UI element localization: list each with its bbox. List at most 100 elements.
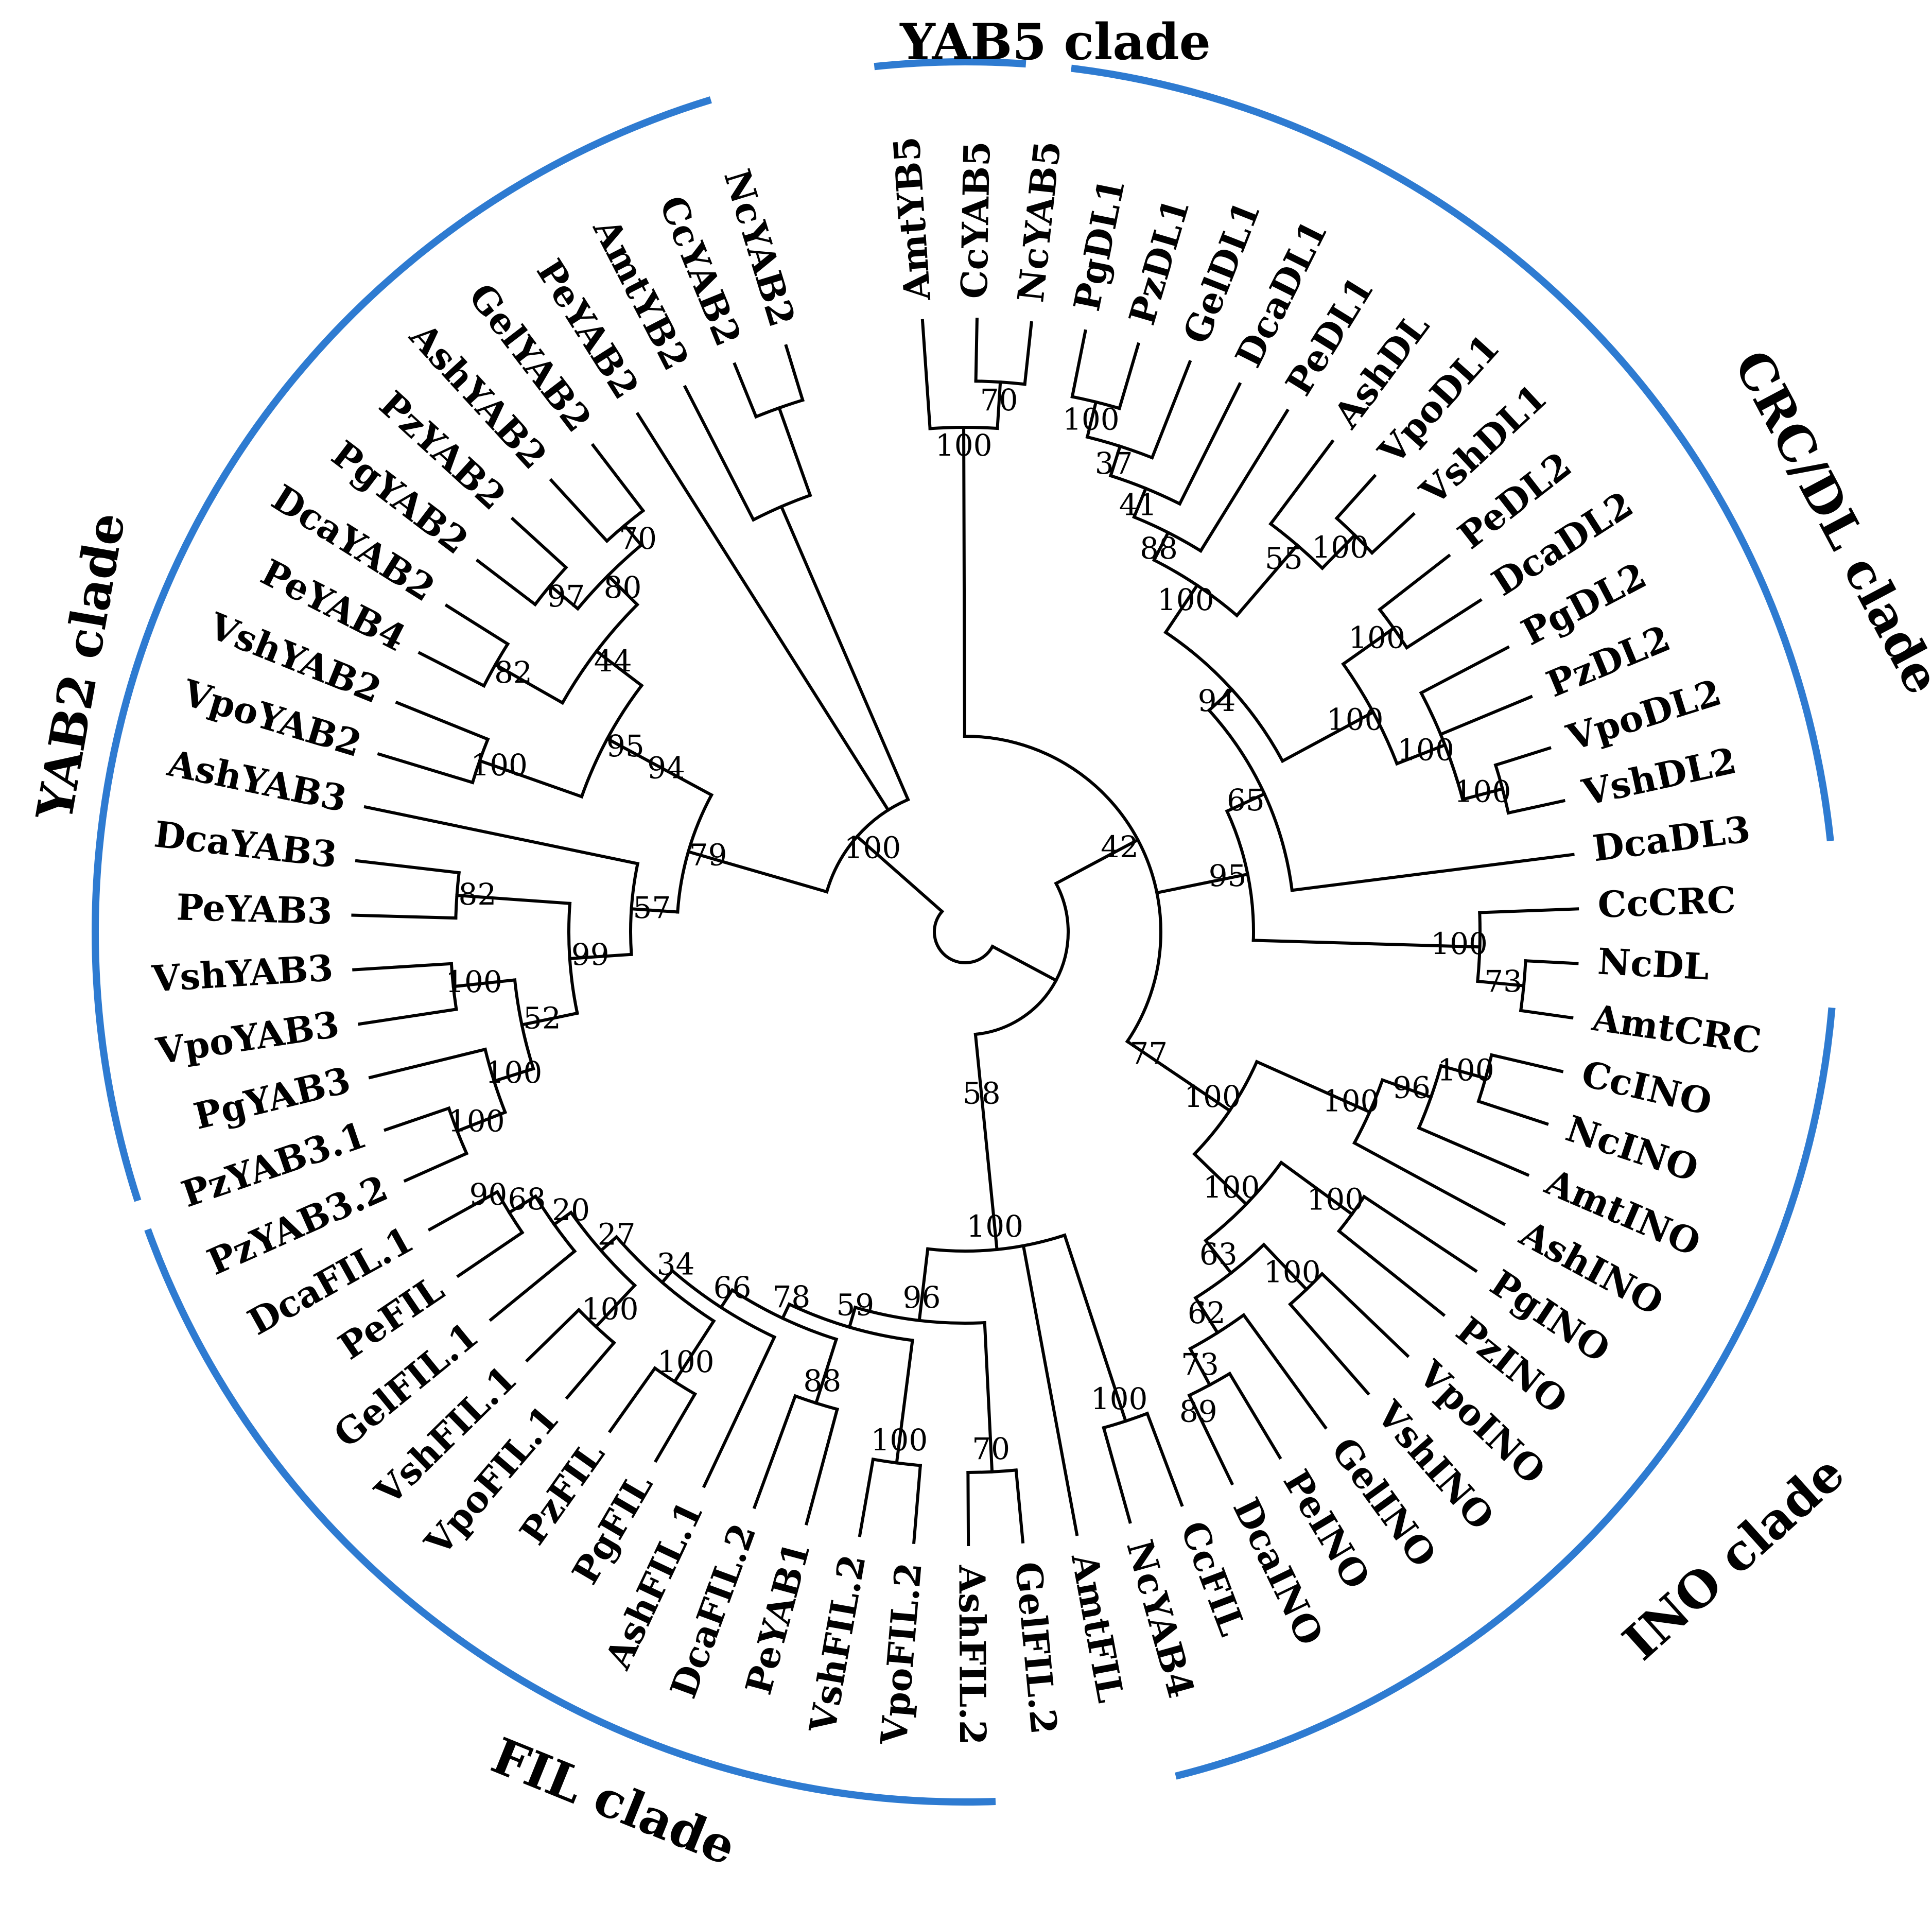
- clade-arc-yab5: [874, 58, 1026, 71]
- tree-branch: [427, 1205, 473, 1232]
- tree-branch: [1255, 1060, 1372, 1114]
- tree-branch: [1192, 1152, 1249, 1207]
- bootstrap-value: 44: [594, 644, 632, 679]
- tree-branch: [608, 1366, 657, 1433]
- tree-branch: [1404, 598, 1483, 650]
- bootstrap-value: 100: [1063, 402, 1120, 437]
- tree-branch: [605, 736, 651, 763]
- tree-branches: [351, 318, 1579, 1546]
- tree-branch: [780, 1302, 792, 1321]
- clade-label-yab2: YAB2 clade: [25, 508, 136, 825]
- tree-branch: [1234, 543, 1300, 618]
- tree-branch: [1380, 1078, 1433, 1099]
- tree-branch: [1163, 583, 1199, 635]
- clade-arc-crc-dl: [1071, 64, 1834, 842]
- tree-branch: [974, 318, 979, 383]
- tree-branch: [982, 1114, 999, 1252]
- tree-branch: [1014, 1468, 1025, 1544]
- tree-branch: [478, 758, 584, 799]
- bootstrap-value: 100: [1454, 774, 1511, 809]
- bootstrap-value: 100: [1348, 620, 1405, 655]
- tree-branch: [805, 1407, 839, 1526]
- tree-branch: [510, 516, 568, 570]
- tree-branch: [1188, 1346, 1212, 1388]
- leaf-label: VpoYAB3: [153, 1002, 342, 1072]
- tree-branch: [1261, 1242, 1309, 1292]
- tree-branch: [683, 385, 756, 522]
- tree-branch: [1268, 439, 1335, 526]
- clade-arc-yab2: [92, 96, 712, 1202]
- bootstrap-value: 55: [1265, 541, 1303, 576]
- tree-branch: [855, 834, 945, 914]
- leaf-label: VpoFIL.2: [872, 1561, 930, 1747]
- bootstrap-value: 57: [633, 890, 671, 925]
- bootstrap-value: 68: [508, 1182, 546, 1217]
- tree-branch: [733, 362, 758, 419]
- tree-branch: [1519, 1009, 1574, 1020]
- bootstrap-value: 89: [1179, 1394, 1217, 1429]
- tree-branch: [1117, 342, 1140, 410]
- bootstrap-value: 100: [485, 1055, 543, 1090]
- tree-branch: [1279, 1160, 1354, 1217]
- tree-branch: [444, 603, 510, 646]
- tree-branch: [525, 1307, 581, 1363]
- bootstrap-value: 63: [1199, 1237, 1238, 1272]
- tree-branch: [358, 1007, 458, 1026]
- leaf-label: NcYAB5: [1009, 139, 1069, 304]
- bootstrap-value: 100: [657, 1344, 715, 1379]
- tree-branch: [455, 893, 572, 906]
- bootstrap-value: 88: [1140, 531, 1178, 566]
- clade-label-yab5: YAB5 clade: [899, 13, 1211, 71]
- tree-branch: [777, 406, 812, 497]
- tree-branch: [1336, 1228, 1446, 1317]
- tree-branch: [990, 944, 1058, 983]
- leaf-label: AmtFIL: [1063, 1550, 1133, 1706]
- tree-branch: [1476, 1099, 1549, 1126]
- tree-branch: [1070, 329, 1087, 399]
- tree-branch: [493, 662, 565, 705]
- tree-branch: [468, 1190, 499, 1209]
- bootstrap-value: 99: [571, 937, 610, 972]
- tree-branch: [973, 1032, 986, 1118]
- bootstrap-value: 37: [1095, 446, 1133, 481]
- bootstrap-value: 73: [1484, 964, 1522, 999]
- tree-branch: [1506, 799, 1566, 815]
- tree-branch: [779, 504, 910, 802]
- tree-branch: [520, 1011, 579, 1027]
- bootstrap-value: 66: [713, 1270, 752, 1305]
- tree-branch: [1460, 787, 1505, 802]
- tree-branch: [1145, 1411, 1184, 1507]
- tree-branch: [568, 952, 633, 961]
- bootstrap-value: 88: [803, 1363, 841, 1398]
- leaf-label: VshFIL.2: [801, 1551, 874, 1736]
- tree-branch: [368, 1047, 488, 1080]
- tree-branch: [352, 962, 454, 972]
- leaf-label: CcYAB5: [953, 141, 999, 299]
- tree-branch: [1132, 486, 1148, 519]
- tree-branch: [1290, 853, 1575, 892]
- tree-branch: [654, 1392, 698, 1463]
- tree-branch: [920, 319, 932, 430]
- bootstrap-value: 59: [836, 1287, 874, 1322]
- tree-branch: [702, 1335, 777, 1488]
- tree-branch: [1193, 1295, 1220, 1335]
- bootstrap-value: 96: [1393, 1070, 1431, 1105]
- bootstrap-value: 52: [523, 1000, 561, 1035]
- tree-branch: [847, 1305, 858, 1329]
- tree-branch: [403, 1151, 469, 1183]
- clade-arc-ino: [1175, 1007, 1836, 1780]
- bootstrap-value: 80: [604, 570, 642, 605]
- tree-branch: [552, 1210, 573, 1227]
- tree-branch: [1280, 710, 1376, 764]
- tree-branch: [912, 1464, 923, 1545]
- bootstrap-value: 65: [1227, 783, 1265, 818]
- tree-branch: [1320, 533, 1357, 570]
- tree-branch: [1524, 959, 1579, 965]
- leaf-label: GelFIL.2: [1007, 1560, 1066, 1736]
- leaf-label: AmtCRC: [1589, 996, 1764, 1063]
- tree-branch: [1334, 474, 1377, 521]
- tree-branch: [1241, 1312, 1328, 1430]
- bootstrap-value: 100: [935, 428, 993, 463]
- bootstrap-value: 94: [1198, 683, 1236, 718]
- tree-branch: [1150, 360, 1192, 460]
